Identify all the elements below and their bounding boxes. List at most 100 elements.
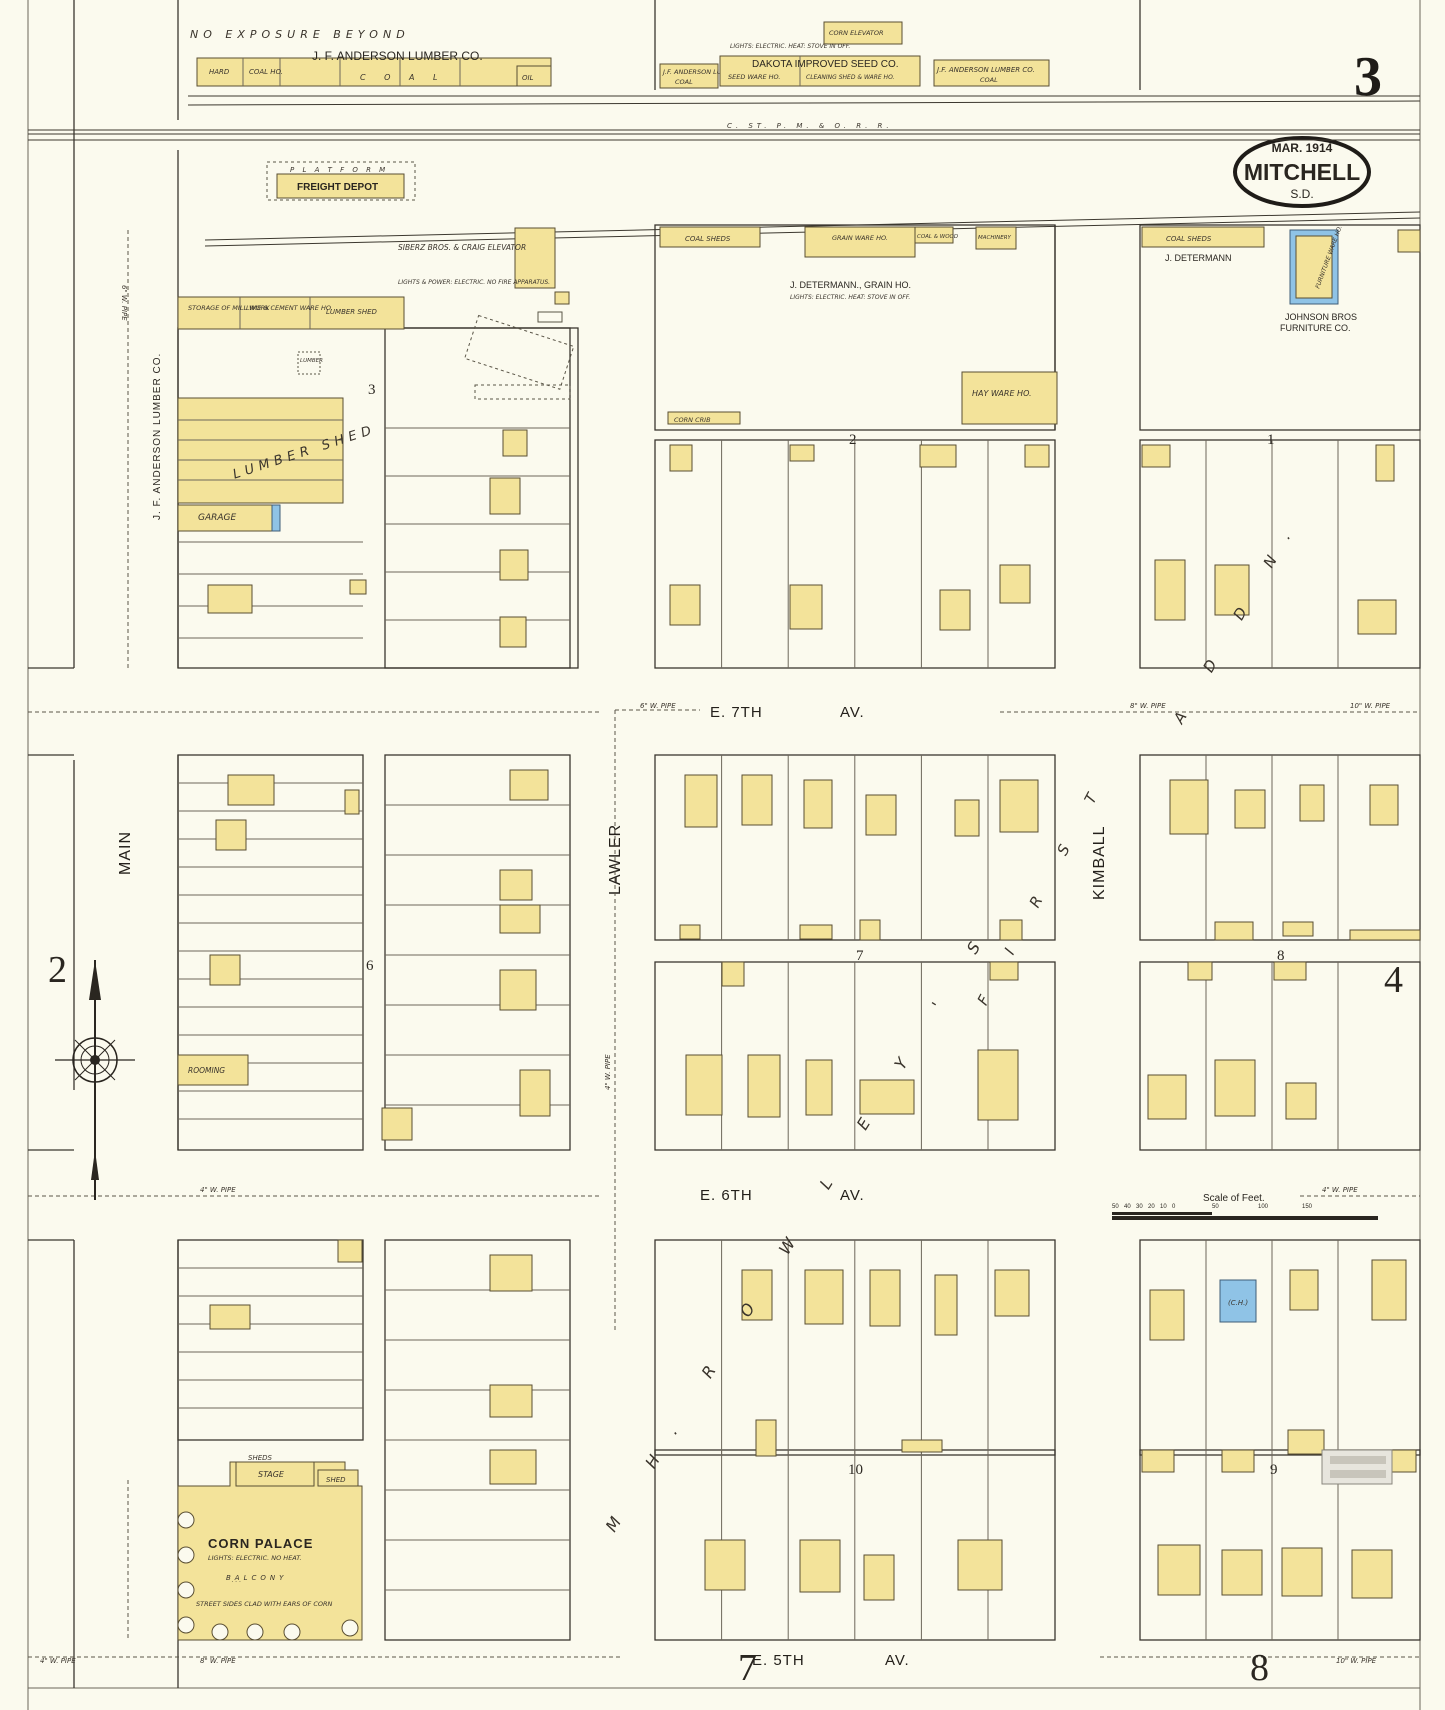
outbuilding xyxy=(1024,444,1050,468)
archive-stamp-line xyxy=(1330,1456,1386,1464)
dwelling xyxy=(1149,1289,1185,1341)
pipe-label-e6-right: 4" W. PIPE xyxy=(1322,1186,1358,1194)
dwelling xyxy=(1214,564,1250,616)
machinery-shed xyxy=(975,226,1017,250)
outbuilding xyxy=(1214,921,1254,941)
garage-blue-wall xyxy=(271,504,281,532)
scale-tick-label: 20 xyxy=(1148,1204,1155,1210)
e7-av-label: AV. xyxy=(840,704,865,721)
dwelling xyxy=(227,774,275,806)
block-number-10: 10 xyxy=(848,1462,863,1478)
outbuilding xyxy=(344,789,360,815)
garage xyxy=(177,504,273,532)
grain-ware-ho xyxy=(804,226,916,258)
dwelling xyxy=(489,1384,533,1418)
no-exposure-label: NO EXPOSURE BEYOND xyxy=(190,28,410,41)
adjacent-sheet-8: 8 xyxy=(1250,1647,1269,1689)
scale-tick-label: 50 xyxy=(1112,1204,1119,1210)
outbuilding xyxy=(669,444,693,472)
pipe-label-e5: 4" W. PIPE xyxy=(40,1657,76,1665)
dwelling xyxy=(863,1554,895,1601)
outbuilding xyxy=(859,919,881,941)
street-edges xyxy=(28,0,1141,1688)
water-pipes: 6" W. PIPE 10" W. PIPE 8" W. PIPE 4" W. … xyxy=(28,230,1420,1665)
dwelling xyxy=(1281,1547,1323,1597)
siberz-note: LIGHTS & POWER: ELECTRIC. NO FIRE APPARA… xyxy=(398,279,550,286)
city-block xyxy=(384,754,571,1151)
coal-sheds-2-label: COAL SHEDS xyxy=(1166,235,1212,243)
siberz-shed xyxy=(554,291,570,305)
dwelling xyxy=(207,584,253,614)
corn-palace-clad-label: STREET SIDES CLAD WITH EARS OF CORN xyxy=(196,1600,333,1608)
grain-ware-ho-label: GRAIN WARE HO. xyxy=(832,234,888,242)
outbuilding xyxy=(901,1439,943,1453)
compass-rose-icon xyxy=(55,960,135,1200)
e6-label: E. 6TH xyxy=(700,1187,753,1204)
dwelling xyxy=(1234,789,1266,829)
dwelling xyxy=(499,969,537,1011)
dwelling xyxy=(509,769,549,801)
block-number-1: 1 xyxy=(1267,432,1275,448)
sheet-date: MAR. 1914 xyxy=(1272,141,1333,155)
outbuilding xyxy=(1221,1449,1255,1473)
scale-title: Scale of Feet. xyxy=(1203,1193,1265,1204)
corn-crib-label: CORN CRIB xyxy=(674,416,711,424)
coal-sheds-2 xyxy=(1141,226,1265,248)
pipe-label-e7: 6" W. PIPE xyxy=(640,702,676,710)
pipe-label-e5-right: 10" W. PIPE xyxy=(1336,1657,1377,1665)
balcony-label: BALCONY xyxy=(226,1574,287,1582)
block-number-3: 3 xyxy=(368,382,376,398)
outbuilding xyxy=(799,924,833,940)
city-block xyxy=(1139,1449,1421,1641)
outbuilding xyxy=(1389,1449,1417,1473)
dwelling xyxy=(499,549,529,581)
scale-tick-label: 30 xyxy=(1136,1204,1143,1210)
kimball-street-label: KIMBALL xyxy=(1091,825,1108,900)
hay-ware-ho xyxy=(961,371,1058,425)
city-block xyxy=(1139,224,1421,431)
city-block xyxy=(1139,439,1421,669)
freight-depot-label: FREIGHT DEPOT xyxy=(297,182,378,193)
dwelling xyxy=(704,1539,746,1591)
lumber-stack xyxy=(297,351,321,375)
dwelling xyxy=(1285,1082,1317,1120)
anderson-coal-office xyxy=(659,63,719,89)
dwelling xyxy=(669,584,701,626)
sheet-state: S.D. xyxy=(1290,187,1313,201)
shed-label: SHED xyxy=(326,1476,346,1484)
railroad-label: C. ST. P. M. & O. R. R. xyxy=(727,122,893,130)
corn-palace-shed xyxy=(317,1469,359,1487)
dakota-seed-label: DAKOTA IMPROVED SEED CO. xyxy=(752,59,899,70)
ch-label: (C.H.) xyxy=(1228,1299,1248,1307)
dwelling xyxy=(685,1054,723,1116)
outbuilding xyxy=(1287,1429,1325,1455)
dwelling xyxy=(1357,599,1397,635)
pipe-label-e5-b: 8" W. PIPE xyxy=(200,1657,236,1665)
anderson-vertical-label: J. F. ANDERSON LUMBER CO. xyxy=(152,353,163,520)
adjacent-sheet-2: 2 xyxy=(48,949,67,991)
dwelling xyxy=(1154,559,1186,621)
johnson-inner xyxy=(1295,235,1333,299)
dwelling xyxy=(519,1069,551,1117)
outbuilding xyxy=(721,961,745,987)
block-number-6: 6 xyxy=(366,958,374,974)
adjacent-sheet-4: 4 xyxy=(1384,959,1403,1001)
machinery-label: MACHINERY xyxy=(978,235,1012,241)
outbuilding xyxy=(1141,444,1171,468)
sheet-number: 3 xyxy=(1354,46,1382,108)
scale-tick-label: 100 xyxy=(1258,1204,1269,1210)
scale-tick-label: 50 xyxy=(1212,1204,1219,1210)
coal-ho-label: COAL HO. xyxy=(249,68,283,76)
lumber-stack-label: LUMBER xyxy=(300,358,323,364)
city-block xyxy=(384,327,571,669)
lime-cement-label: LIME & CEMENT WARE HO. xyxy=(246,304,333,312)
outbuilding xyxy=(337,1239,363,1263)
main-street-label: MAIN xyxy=(117,831,134,875)
anderson-right-label: J.F. ANDERSON LUMBER CO. xyxy=(935,66,1035,74)
dwelling xyxy=(215,819,247,851)
archive-stamp-line-2 xyxy=(1330,1470,1386,1478)
siberz-label: SIBERZ BROS. & CRAIG ELEVATOR xyxy=(398,243,526,252)
